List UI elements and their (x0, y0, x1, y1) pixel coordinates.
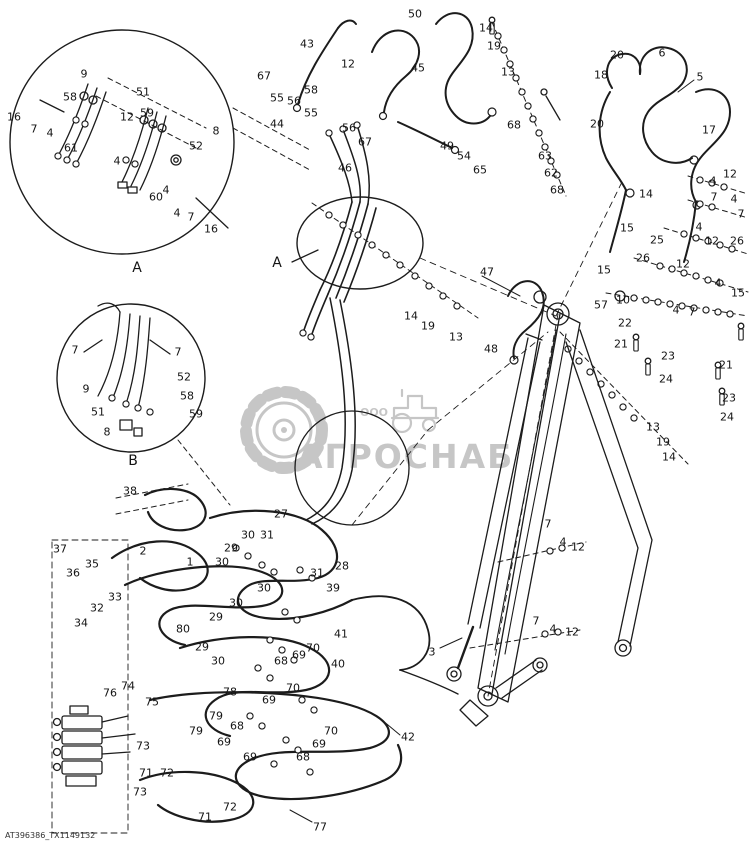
tractor-icon (390, 388, 440, 434)
hose-group-top-right (598, 46, 731, 263)
washer-stacks-right (559, 175, 749, 465)
watermark: ООО АГРОСНАБ (240, 386, 514, 476)
gear-icon (240, 386, 328, 474)
watermark-company-name: АГРОСНАБ (297, 437, 514, 476)
detail-view-a (9, 29, 235, 255)
valve-block (51, 539, 136, 834)
drawing-code: AT396386_TX1149132 (5, 831, 96, 840)
hose-assembly-bottom (110, 297, 459, 823)
hose-47 (481, 275, 545, 365)
detail-ellipse-a (291, 196, 479, 341)
detail-view-b (56, 302, 206, 453)
watermark-org-prefix: ООО (360, 406, 388, 419)
hose-group-top-center (232, 12, 497, 205)
excavator-arm (351, 181, 653, 727)
washer-stack-top (488, 16, 567, 197)
